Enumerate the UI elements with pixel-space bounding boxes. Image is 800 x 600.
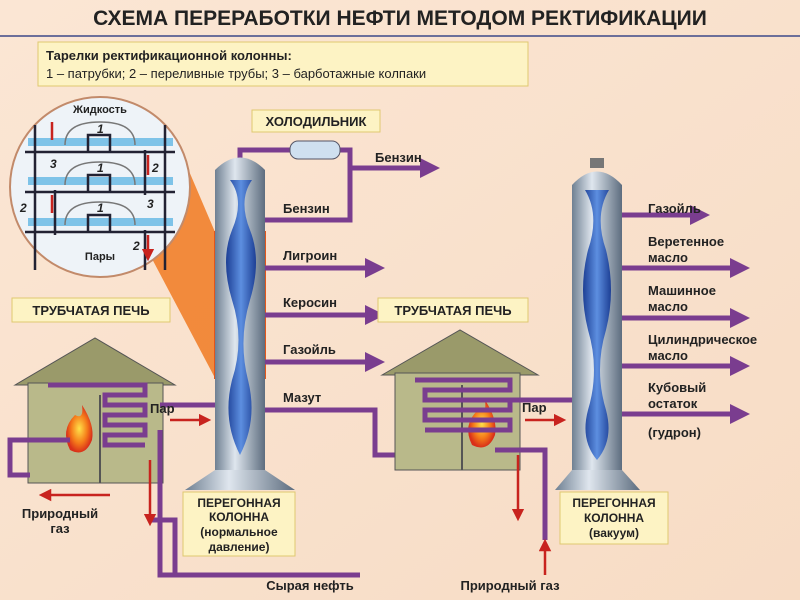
column1-caption: ПЕРЕГОННАЯ	[197, 496, 280, 510]
legend-box	[37, 41, 529, 87]
column2-caption-box	[559, 491, 669, 545]
condenser-label: ХОЛОДИЛЬНИК	[266, 114, 367, 129]
column2-caption: КОЛОННА	[584, 511, 644, 525]
distillation-column-2	[555, 158, 640, 490]
column2-caption: (вакуум)	[589, 526, 639, 540]
column1-output: Керосин	[283, 295, 337, 310]
column1-caption-box	[182, 491, 296, 557]
inset-number-2: 2	[19, 201, 27, 215]
column1-output: Бензин	[283, 201, 330, 216]
flame-icon	[66, 405, 93, 453]
legend-text: 1 – патрубки; 2 – переливные трубы; 3 – …	[46, 66, 426, 81]
column1-output: Мазут	[283, 390, 321, 405]
furnace2-coil	[415, 377, 513, 433]
column2-output: Веретенное	[648, 234, 724, 249]
gasoline-pipe	[265, 168, 353, 223]
steam-label-1: Пар	[150, 401, 175, 416]
furnace1-label-box	[11, 297, 171, 323]
furnace2-label: ТРУБЧАТАЯ ПЕЧЬ	[394, 303, 511, 318]
inset-number-1: 1	[97, 161, 104, 175]
inset-number-2: 2	[132, 239, 140, 253]
column2-output: масло	[648, 348, 688, 363]
column1-output: Лигроин	[283, 248, 337, 263]
legend-heading: Тарелки ректификационной колонны:	[46, 48, 292, 63]
top-product-pipe	[237, 147, 440, 178]
crude-oil-pipe	[157, 430, 360, 578]
furnace1-label: ТРУБЧАТАЯ ПЕЧЬ	[32, 303, 149, 318]
column2-output: Машинное	[648, 283, 716, 298]
column2-output: остаток	[648, 396, 698, 411]
furnace2-label-box	[377, 297, 529, 323]
inset-number-2: 2	[151, 161, 159, 175]
natural-gas-label-2: Природный газ	[460, 578, 560, 593]
condenser	[289, 140, 341, 160]
column1-caption: давление)	[209, 540, 270, 554]
inset-liquid-label: Жидкость	[72, 104, 127, 116]
steam-label-2: Пар	[522, 400, 547, 415]
inset-number-1: 1	[97, 201, 104, 215]
column2-output: масло	[648, 299, 688, 314]
inset-vapor-label: Пары	[85, 251, 115, 263]
column2-output: Газойль	[648, 201, 701, 216]
column2-output: Цилиндрическое	[648, 332, 757, 347]
condenser-label-box	[251, 109, 381, 133]
natural-gas-label-1: Природный	[22, 506, 98, 521]
gas2-pipe	[495, 447, 548, 540]
column2-output: (гудрон)	[648, 425, 701, 440]
inset-number-1: 1	[97, 122, 104, 136]
inset-number-3: 3	[147, 197, 154, 211]
column1-output: Газойль	[283, 342, 336, 357]
column1-caption: КОЛОННА	[209, 510, 269, 524]
natural-gas-label-1: газ	[50, 521, 70, 536]
column1-caption: (нормальное	[200, 525, 278, 539]
distillation-column-1	[185, 157, 295, 490]
crude-oil-label: Сырая нефть	[266, 578, 354, 593]
condenser-product-label: Бензин	[375, 150, 422, 165]
column2-output: Кубовый	[648, 380, 706, 395]
inset-number-3: 3	[50, 157, 57, 171]
page-title: СХЕМА ПЕРЕРАБОТКИ НЕФТИ МЕТОДОМ РЕКТИФИК…	[93, 7, 707, 30]
column2-caption: ПЕРЕГОННАЯ	[572, 496, 655, 510]
column2-output: масло	[648, 250, 688, 265]
gas1-pipe	[7, 437, 70, 478]
